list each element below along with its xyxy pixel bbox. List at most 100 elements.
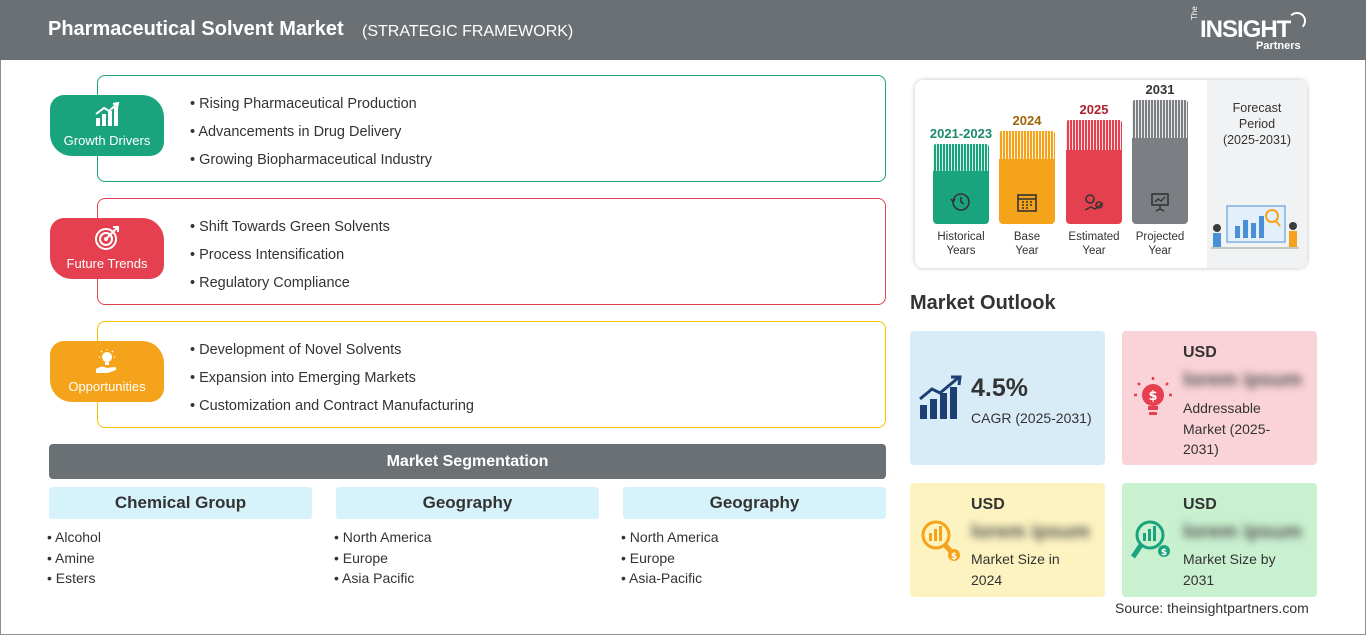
addressable-label-line: Market (2025- bbox=[1183, 420, 1271, 437]
segment-column-geography-2: Geography North America Europe Asia-Paci… bbox=[623, 487, 886, 589]
market-size-2031-box: $ USD lorem ipsum Market Size by 2031 bbox=[1122, 483, 1317, 597]
future-trends-list: Shift Towards Green Solvents Process Int… bbox=[190, 217, 390, 301]
list-item: Regulatory Compliance bbox=[190, 273, 390, 301]
opportunities-label: Opportunities bbox=[68, 379, 146, 394]
timeline-year: 2021-2023 bbox=[929, 126, 993, 141]
logo-insight: INSIGHT bbox=[1200, 16, 1291, 43]
logo-the: The bbox=[1190, 6, 1199, 20]
list-item: Shift Towards Green Solvents bbox=[190, 217, 390, 245]
svg-text:$: $ bbox=[1161, 548, 1167, 558]
magnifier-chart-icon-green: $ bbox=[1130, 520, 1170, 559]
cagr-label: CAGR (2025-2031) bbox=[971, 410, 1092, 426]
page-subtitle: (STRATEGIC FRAMEWORK) bbox=[362, 23, 574, 40]
future-trends-label: Future Trends bbox=[66, 256, 148, 271]
market-outlook-title: Market Outlook bbox=[910, 292, 1056, 314]
size-2024-label-line: Market Size in bbox=[971, 551, 1060, 567]
list-item: Esters bbox=[47, 568, 312, 589]
addressable-label-line: 2031) bbox=[1183, 441, 1219, 457]
list-item: Alcohol bbox=[47, 527, 312, 548]
size-2031-label: Market Size by 2031 bbox=[1183, 549, 1276, 590]
list-item: Asia Pacific bbox=[334, 568, 599, 589]
timeline-bar bbox=[933, 144, 989, 224]
target-icon bbox=[95, 226, 119, 250]
timeline-year: 2024 bbox=[1012, 113, 1042, 128]
analyst-dashboard-icon bbox=[1211, 205, 1299, 249]
size-2031-label-line: 2031 bbox=[1183, 571, 1215, 588]
insight-partners-logo[interactable]: The INSIGHT Partners bbox=[1188, 6, 1313, 54]
clock-history-icon bbox=[950, 193, 970, 211]
opportunities-list: Development of Novel Solvents Expansion … bbox=[190, 340, 474, 424]
addressable-value-blurred: lorem ipsum bbox=[1183, 369, 1302, 391]
segment-heading: Geography bbox=[623, 487, 886, 519]
dollar-bulb-icon: $ bbox=[1134, 377, 1172, 415]
logo-partners: Partners bbox=[1256, 40, 1301, 52]
size-2024-label-line: 2024 bbox=[971, 571, 1003, 588]
future-trends-badge: Future Trends bbox=[50, 218, 164, 279]
size-2024-currency: USD bbox=[971, 496, 1005, 513]
addressable-label: Addressable Market (2025- 2031) bbox=[1183, 398, 1270, 460]
forecast-period-text: Forecast Period (2025-2031) bbox=[1207, 100, 1307, 148]
gears-chart-icon bbox=[1084, 194, 1104, 211]
timeline-bar bbox=[1066, 120, 1122, 224]
timeline-year: 2031 bbox=[1145, 82, 1175, 97]
list-item: Customization and Contract Manufacturing bbox=[190, 396, 474, 424]
addressable-currency: USD bbox=[1183, 344, 1217, 361]
size-2024-value-blurred: lorem ipsum bbox=[971, 521, 1090, 543]
segment-column-geography: Geography North America Europe Asia Paci… bbox=[336, 487, 599, 589]
growth-drivers-label: Growth Drivers bbox=[63, 133, 151, 148]
cagr-value: 4.5% bbox=[971, 374, 1028, 402]
market-size-2024-box: $ USD lorem ipsum Market Size in 2024 bbox=[910, 483, 1105, 597]
market-segmentation-bar: Market Segmentation bbox=[49, 444, 886, 479]
addressable-market-box: $ USD lorem ipsum Addressable Market (20… bbox=[1122, 331, 1317, 465]
size-2031-label-line: Market Size by bbox=[1183, 551, 1276, 567]
list-item: Asia-Pacific bbox=[621, 568, 886, 589]
magnifier-chart-icon: $ bbox=[921, 520, 960, 562]
addressable-label-line: Addressable bbox=[1183, 400, 1261, 416]
timeline-year: 2025 bbox=[1079, 102, 1109, 117]
page-title: Pharmaceutical Solvent Market bbox=[48, 18, 344, 40]
growth-drivers-list: Rising Pharmaceutical Production Advance… bbox=[190, 94, 432, 178]
logo-arc-icon bbox=[1288, 12, 1306, 30]
growth-chart-icon bbox=[919, 375, 962, 419]
forecast-label-2: Period bbox=[1238, 117, 1276, 131]
list-item: Process Intensification bbox=[190, 245, 390, 273]
calendar-icon bbox=[1017, 194, 1037, 212]
size-2031-value-blurred: lorem ipsum bbox=[1183, 521, 1302, 543]
segment-column-chemical-group: Chemical Group Alcohol Amine Esters bbox=[49, 487, 312, 589]
list-item: Europe bbox=[621, 548, 886, 569]
segment-heading: Chemical Group bbox=[49, 487, 312, 519]
growth-drivers-badge: Growth Drivers bbox=[50, 95, 164, 156]
list-item: North America bbox=[334, 527, 599, 548]
source-note: Source: theinsightpartners.com bbox=[1115, 600, 1309, 616]
list-item: Expansion into Emerging Markets bbox=[190, 368, 474, 396]
opportunities-badge: Opportunities bbox=[50, 341, 164, 402]
list-item: Rising Pharmaceutical Production bbox=[190, 94, 432, 122]
timeline-bar bbox=[1132, 100, 1188, 224]
cagr-box: 4.5% CAGR (2025-2031) bbox=[910, 331, 1105, 465]
presentation-icon bbox=[1151, 193, 1169, 212]
future-trends-card: Shift Towards Green Solvents Process Int… bbox=[97, 198, 886, 305]
timeline-bar bbox=[999, 131, 1055, 224]
header-bar: Pharmaceutical Solvent Market (STRATEGIC… bbox=[0, 0, 1366, 60]
forecast-range: (2025-2031) bbox=[1222, 133, 1292, 147]
list-item: Growing Biopharmaceutical Industry bbox=[190, 150, 432, 178]
segment-heading: Geography bbox=[336, 487, 599, 519]
lightbulb-hand-icon bbox=[96, 349, 117, 373]
svg-text:$: $ bbox=[1148, 389, 1157, 404]
list-item: North America bbox=[621, 527, 886, 548]
size-2024-label: Market Size in 2024 bbox=[971, 549, 1060, 590]
list-item: Advancements in Drug Delivery bbox=[190, 122, 432, 150]
bar-chart-growth-icon bbox=[95, 102, 120, 126]
list-item: Europe bbox=[334, 548, 599, 569]
list-item: Amine bbox=[47, 548, 312, 569]
svg-text:$: $ bbox=[951, 552, 957, 562]
opportunities-card: Development of Novel Solvents Expansion … bbox=[97, 321, 886, 428]
size-2031-currency: USD bbox=[1183, 496, 1217, 513]
list-item: Development of Novel Solvents bbox=[190, 340, 474, 368]
growth-drivers-card: Rising Pharmaceutical Production Advance… bbox=[97, 75, 886, 182]
